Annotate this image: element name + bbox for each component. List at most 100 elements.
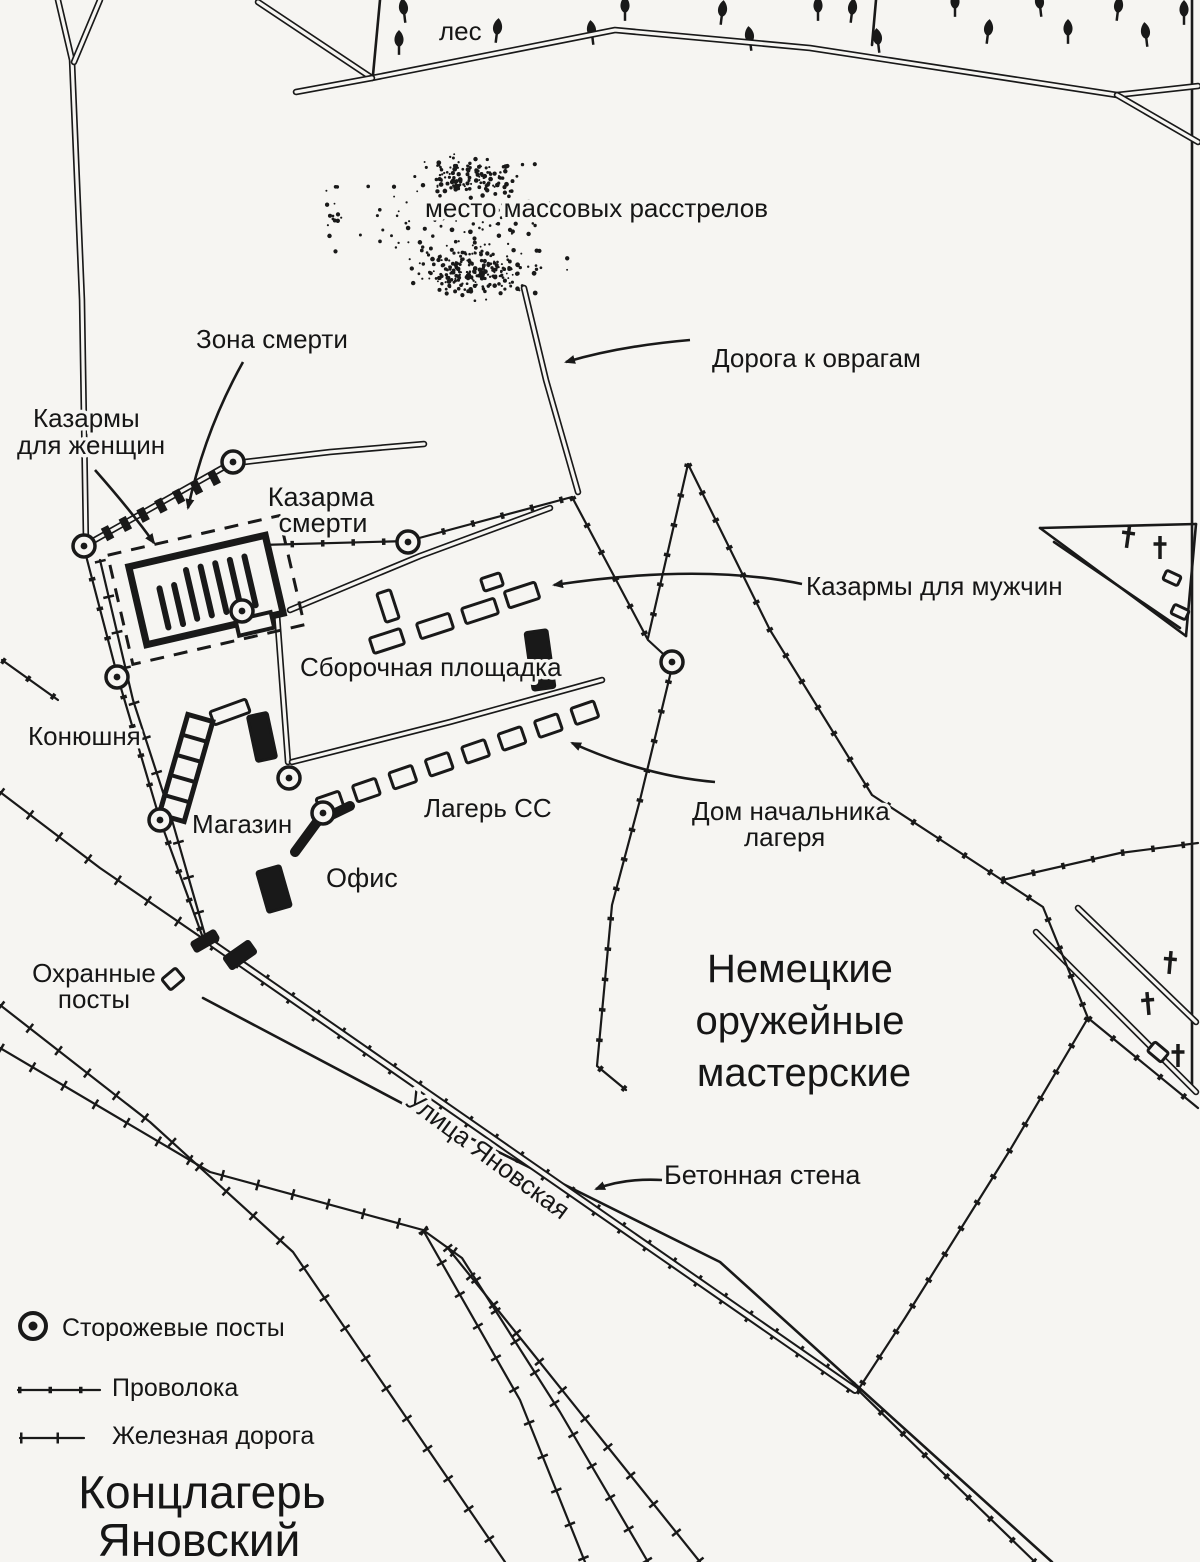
legend-watch-posts-label: Сторожевые посты bbox=[62, 1314, 285, 1342]
tree-icon bbox=[983, 19, 994, 44]
warehouse-building bbox=[156, 711, 216, 825]
legend-railroad-label: Железная дорога bbox=[112, 1422, 314, 1450]
watch-post-icon bbox=[310, 800, 336, 826]
label-store: Магазин bbox=[192, 809, 292, 839]
label-german-workshops: мастерские bbox=[697, 1051, 911, 1095]
building bbox=[1146, 1040, 1170, 1064]
label-death-barrack: смерти bbox=[279, 508, 368, 538]
building bbox=[375, 588, 401, 624]
legend-wire-label: Проволока bbox=[112, 1374, 238, 1402]
annotation-arrow bbox=[94, 469, 156, 545]
legend-symbols bbox=[16, 1311, 102, 1444]
building bbox=[460, 597, 500, 625]
building bbox=[569, 699, 600, 726]
building bbox=[533, 712, 564, 739]
label-assembly-area: Сборочная площадка bbox=[300, 652, 562, 682]
label-guard-posts: Охранные bbox=[32, 958, 156, 988]
annotation-arrow bbox=[570, 741, 716, 784]
building bbox=[190, 929, 220, 953]
building bbox=[460, 738, 491, 765]
building bbox=[255, 864, 293, 914]
building bbox=[415, 612, 455, 640]
tree-icon bbox=[1140, 22, 1151, 47]
legend-watch-post-icon bbox=[18, 1311, 48, 1341]
railroads-layer bbox=[0, 558, 705, 1562]
label-commandant-house: лагеря bbox=[744, 822, 825, 852]
annotation-arrows-layer bbox=[94, 338, 803, 1191]
building bbox=[496, 725, 528, 752]
building bbox=[208, 697, 252, 727]
mass-graves-dots bbox=[324, 153, 570, 303]
tree-icon bbox=[744, 26, 755, 51]
building bbox=[222, 939, 258, 971]
watch-post-icon bbox=[71, 533, 97, 559]
label-mass-shootings: место массовых расстрелов bbox=[425, 193, 768, 223]
tree-icon bbox=[872, 28, 883, 53]
label-womens-barracks: для женщин bbox=[17, 430, 165, 460]
cross-icon bbox=[1141, 991, 1155, 1016]
watch-post-icon bbox=[229, 598, 255, 624]
watch-post-icon bbox=[220, 449, 246, 475]
building bbox=[368, 627, 406, 655]
label-womens-barracks: Казармы bbox=[33, 403, 140, 433]
label-mens-barracks: Казармы для мужчин bbox=[806, 571, 1063, 601]
watch-post-icon bbox=[659, 649, 685, 675]
tree-icon bbox=[394, 30, 404, 55]
tree-icon bbox=[620, 0, 630, 21]
cross-icon bbox=[1163, 950, 1177, 975]
label-janowska-street: Улица Яновская bbox=[400, 1085, 575, 1225]
label-death-barrack: Казарма bbox=[268, 482, 375, 512]
tree-icon bbox=[492, 18, 503, 43]
concrete-wall-layer bbox=[209, 938, 859, 1396]
guard-posts-layer bbox=[71, 449, 685, 833]
building bbox=[160, 967, 186, 991]
building bbox=[424, 751, 455, 778]
building bbox=[1161, 569, 1183, 587]
annotation-arrow bbox=[185, 361, 245, 510]
label-office: Офис bbox=[326, 863, 398, 893]
building bbox=[387, 764, 418, 791]
label-forest: лес bbox=[439, 16, 482, 46]
map-title: Концлагерь bbox=[78, 1466, 325, 1518]
building bbox=[246, 711, 278, 763]
tree-icon bbox=[847, 0, 858, 23]
watch-post-icon bbox=[104, 664, 130, 690]
building bbox=[1169, 603, 1191, 621]
watch-post-icon bbox=[395, 529, 421, 555]
building bbox=[503, 580, 541, 610]
tree-icon bbox=[1063, 19, 1073, 44]
cross-icon bbox=[1121, 524, 1136, 549]
annotation-arrow bbox=[564, 338, 691, 364]
building bbox=[351, 777, 382, 804]
label-german-workshops: Немецкие bbox=[707, 947, 893, 991]
tree-icon bbox=[1034, 0, 1045, 17]
label-stable: Конюшня bbox=[28, 721, 141, 751]
map-title: Яновский bbox=[98, 1514, 301, 1562]
tree-icon bbox=[398, 0, 409, 23]
label-ss-camp: Лагерь СС bbox=[424, 793, 552, 823]
annotation-arrow bbox=[594, 1178, 663, 1191]
label-commandant-house: Дом начальника bbox=[692, 796, 890, 826]
tree-icon bbox=[813, 0, 823, 21]
cross-icon bbox=[1153, 536, 1167, 559]
label-death-zone: Зона смерти bbox=[196, 324, 348, 354]
tree-icon bbox=[1113, 0, 1124, 21]
label-guard-posts: посты bbox=[58, 984, 130, 1014]
watch-post-icon bbox=[276, 765, 302, 791]
building bbox=[523, 628, 557, 692]
watch-post-icon bbox=[147, 807, 173, 833]
cross-icon bbox=[1171, 1044, 1185, 1067]
label-concrete-wall: Бетонная стена bbox=[664, 1160, 861, 1190]
wire-fences-layer bbox=[0, 462, 1200, 1562]
annotation-arrow bbox=[133, 970, 158, 980]
annotation-arrow bbox=[552, 572, 803, 589]
label-road-to-ravines: Дорога к оврагам bbox=[712, 343, 921, 373]
labels-layer: лес место массовых расстрелов Зона смерт… bbox=[14, 13, 1067, 1562]
death-barrack-building bbox=[105, 513, 307, 667]
label-german-workshops: оружейные bbox=[696, 999, 905, 1043]
tree-icon bbox=[950, 0, 960, 17]
building bbox=[479, 571, 505, 593]
tree-icon bbox=[717, 0, 728, 25]
